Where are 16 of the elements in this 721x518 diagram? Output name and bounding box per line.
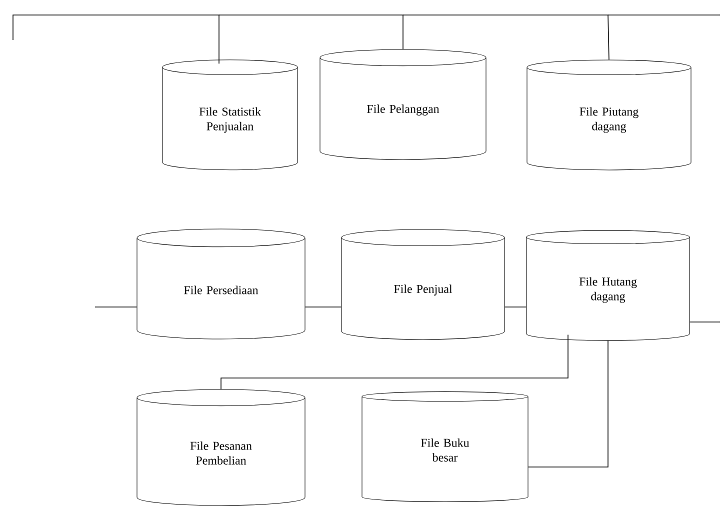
cylinder: File Statistik Penjualan bbox=[162, 60, 298, 170]
connector-line bbox=[528, 340, 608, 468]
connector-line bbox=[220, 334, 568, 390]
cylinder: File Pesanan Pembelian bbox=[136, 389, 306, 506]
connector-line bbox=[218, 14, 404, 50]
cylinder: File Persediaan bbox=[136, 228, 306, 340]
cylinder: File Piutang dagang bbox=[526, 60, 692, 170]
cylinder: File Penjual bbox=[341, 229, 505, 340]
connector-line bbox=[94, 306, 138, 308]
cylinder: File Hutang dagang bbox=[526, 230, 690, 341]
cylinder: File Buku besar bbox=[362, 391, 528, 502]
connector-line bbox=[402, 14, 610, 60]
connector-line bbox=[504, 306, 527, 308]
connector-line bbox=[12, 14, 220, 64]
cylinder: File Pelanggan bbox=[320, 49, 486, 160]
connector-line bbox=[304, 306, 342, 308]
